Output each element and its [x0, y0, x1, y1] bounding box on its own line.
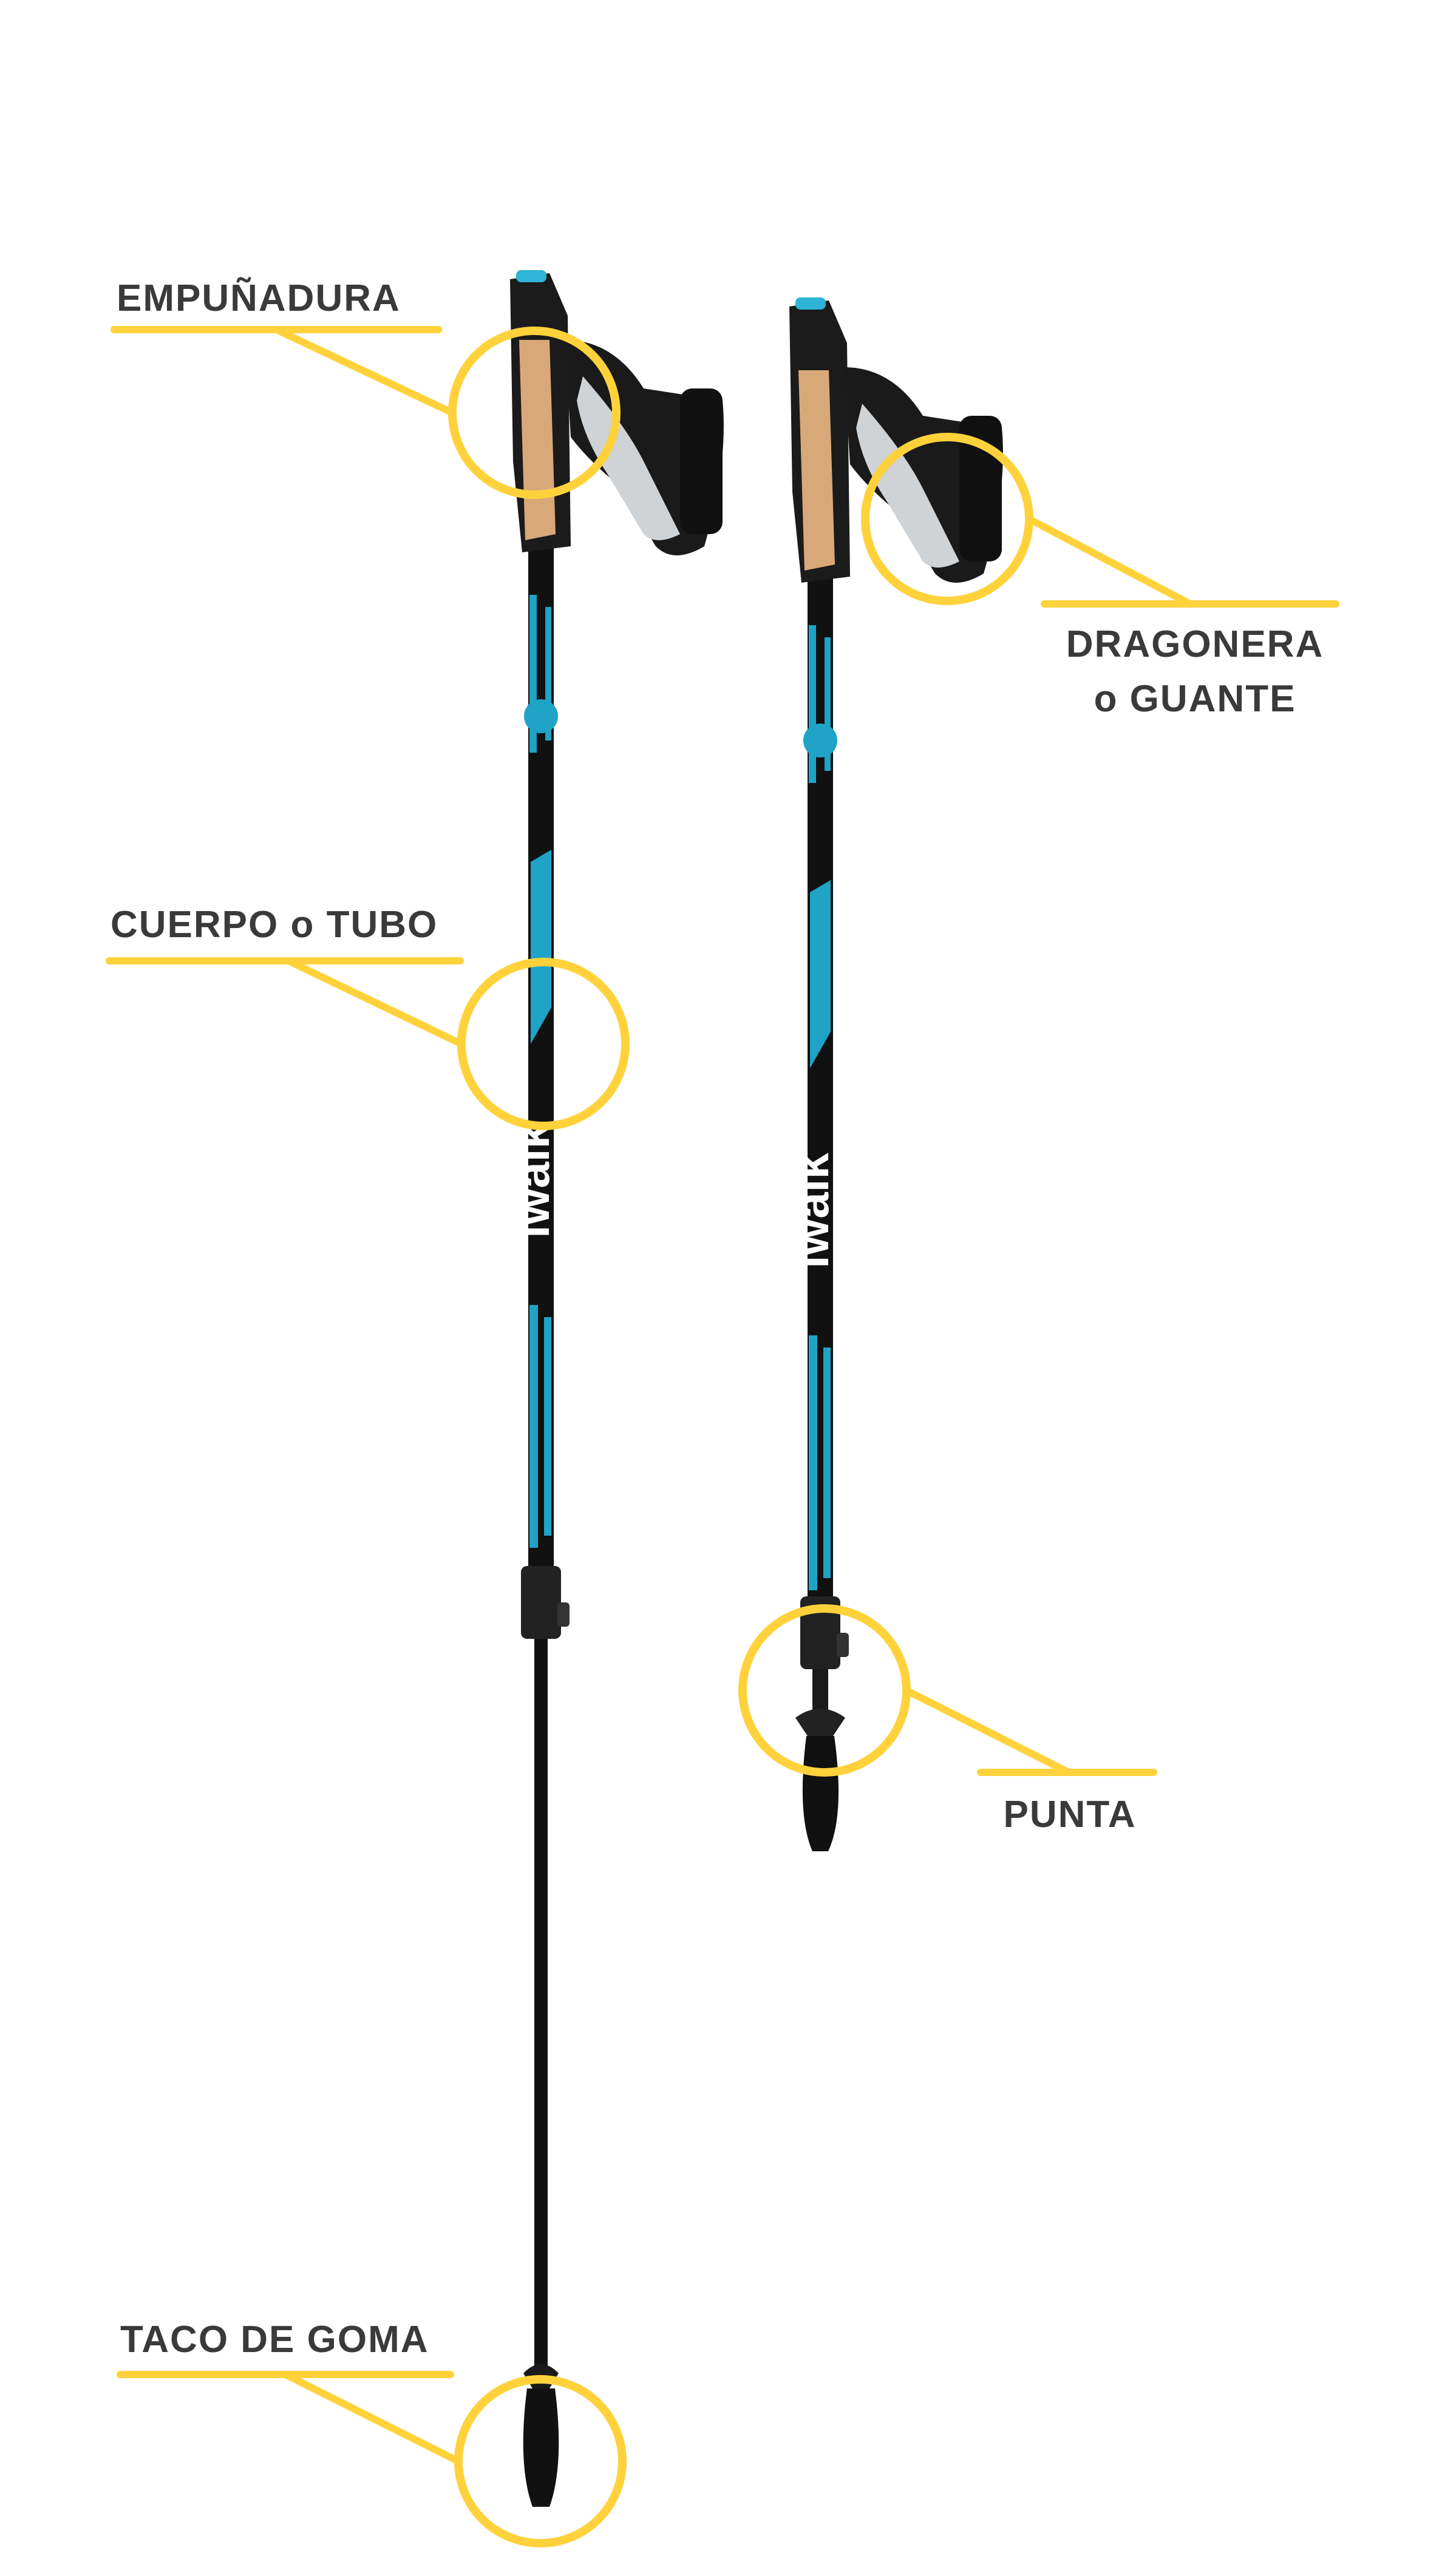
left-pole-grip	[510, 270, 571, 552]
callout-circle-shaft	[457, 958, 630, 1130]
callout-circle-grip	[448, 327, 621, 499]
label-strap-line2: o GUANTE	[1094, 678, 1296, 720]
right-pole-tip	[795, 1669, 845, 1851]
right-pole-brand-logo: iwalk	[785, 1153, 839, 1269]
label-tip: PUNTA	[1004, 1794, 1137, 1835]
callout-shaft: CUERPO o TUBO	[106, 904, 630, 1130]
left-pole-brand-logo: iwalk	[506, 1122, 559, 1238]
right-pole-small-brand: walkin	[812, 831, 831, 880]
right-pole-blue-graphics	[803, 625, 837, 1590]
left-pole-rubber-pad	[523, 2364, 559, 2507]
callout-circle-rubber-pad	[454, 2375, 627, 2547]
callout-strap: DRAGONERA o GUANTE	[861, 433, 1339, 720]
label-rubber-pad: TACO DE GOMA	[120, 2319, 429, 2361]
left-pole-strap	[565, 340, 724, 555]
left-pole-clamp	[521, 1566, 561, 1639]
left-pole-blue-graphics	[524, 595, 558, 1548]
left-pole-small-brand: walkin	[533, 801, 551, 849]
right-pole: walkin iwalk	[785, 297, 1003, 1851]
label-grip: EMPUÑADURA	[117, 277, 401, 319]
right-pole-strap	[844, 367, 1003, 583]
left-pole: walkin iwalk	[506, 270, 724, 2507]
label-shaft: CUERPO o TUBO	[111, 904, 438, 946]
label-strap-line1: DRAGONERA	[1066, 623, 1324, 665]
callout-grip: EMPUÑADURA	[111, 277, 621, 499]
left-pole-lower-shaft	[534, 1590, 548, 2404]
right-pole-clamp	[800, 1596, 840, 1669]
callout-tip: PUNTA	[738, 1604, 1157, 1835]
right-pole-grip	[789, 297, 850, 583]
callout-rubber-pad: TACO DE GOMA	[117, 2319, 627, 2547]
